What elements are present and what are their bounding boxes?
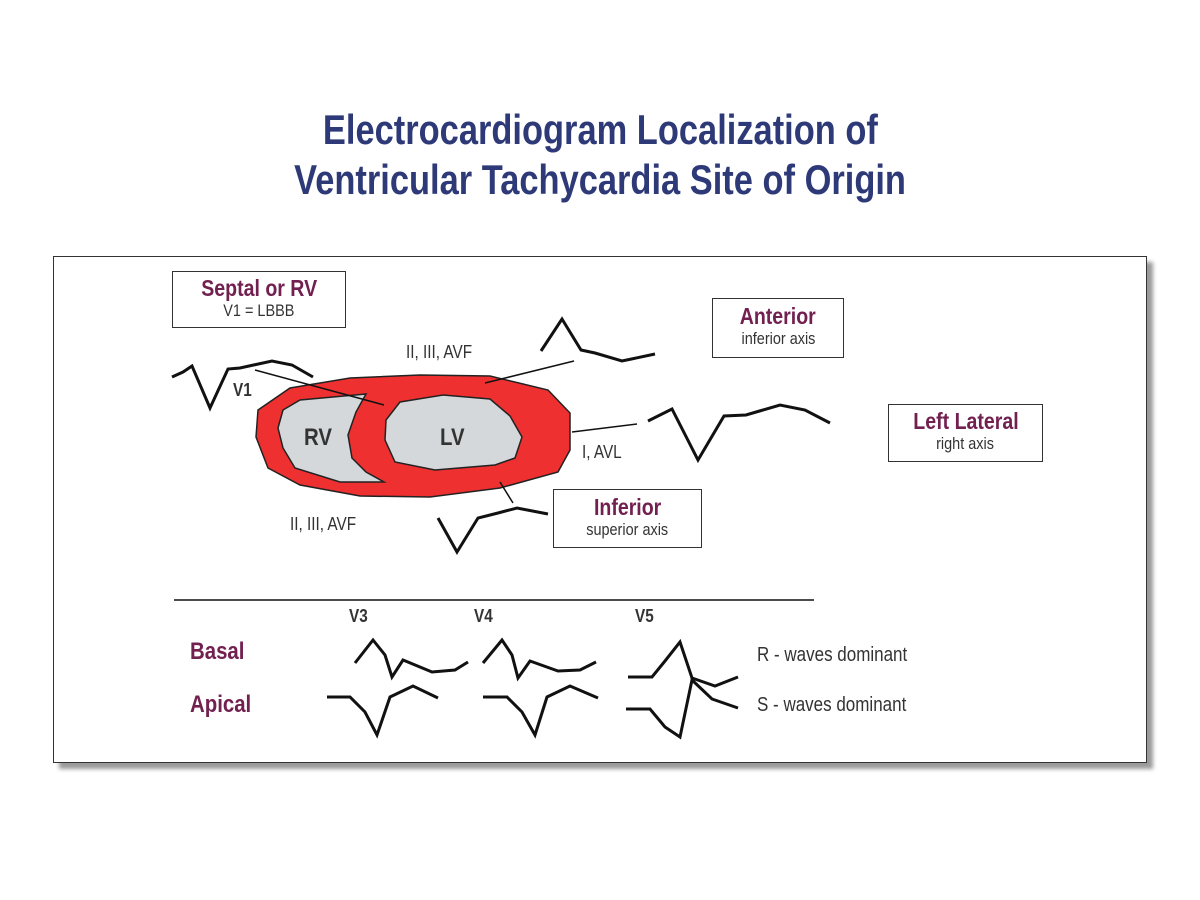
inferior-trace xyxy=(436,506,549,555)
septal-heading: Septal or RV xyxy=(201,275,317,301)
apical-description: S - waves dominant xyxy=(757,694,907,716)
inferior-box: Inferior superior axis xyxy=(553,489,702,548)
left-ventricle xyxy=(384,394,523,471)
column-v5: V5 xyxy=(635,606,654,626)
v1-lead-label: V1 xyxy=(233,380,252,400)
v4-apical-trace xyxy=(483,684,599,739)
left-lateral-trace xyxy=(647,403,831,464)
heart-diagram xyxy=(255,374,571,498)
anterior-sub: inferior axis xyxy=(741,329,815,348)
inferior-heading: Inferior xyxy=(593,494,662,520)
v4-basal-trace xyxy=(481,637,597,682)
anterior-box: Anterior inferior axis xyxy=(712,298,844,358)
column-v4: V4 xyxy=(474,606,493,626)
lateral-leads-label: I, AVL xyxy=(582,442,622,462)
inferior-sub: superior axis xyxy=(586,520,669,539)
v5-apical-trace xyxy=(626,677,739,740)
v5-basal-trace xyxy=(628,638,739,688)
anterior-trace xyxy=(539,316,656,363)
septal-sub: V1 = LBBB xyxy=(223,301,295,320)
row-label-apical: Apical xyxy=(190,691,252,718)
left-lateral-heading: Left Lateral xyxy=(912,408,1019,434)
basal-description: R - waves dominant xyxy=(757,644,908,666)
title-line-2: Ventricular Tachycardia Site of Origin xyxy=(294,156,906,203)
anterior-leader-line xyxy=(484,360,575,384)
rv-label: RV xyxy=(304,424,332,451)
v3-apical-trace xyxy=(327,684,439,739)
left-lateral-box: Left Lateral right axis xyxy=(888,404,1043,462)
lv-label: LV xyxy=(440,424,465,451)
right-ventricle xyxy=(277,393,387,483)
v1-trace xyxy=(171,359,314,412)
title-line-1: Electrocardiogram Localization of xyxy=(322,106,878,153)
inferior-leads-label: II, III, AVF xyxy=(290,514,357,534)
v1-leader-line xyxy=(254,369,385,406)
inferior-leader-line xyxy=(499,481,514,504)
anterior-heading: Anterior xyxy=(739,303,817,329)
v3-basal-trace xyxy=(353,637,469,681)
column-v3: V3 xyxy=(349,606,368,626)
left-lateral-sub: right axis xyxy=(936,434,995,453)
row-label-basal: Basal xyxy=(190,638,245,665)
septal-box: Septal or RV V1 = LBBB xyxy=(172,271,346,328)
anterior-leads-label: II, III, AVF xyxy=(406,342,473,362)
lateral-leader-line xyxy=(571,423,638,433)
